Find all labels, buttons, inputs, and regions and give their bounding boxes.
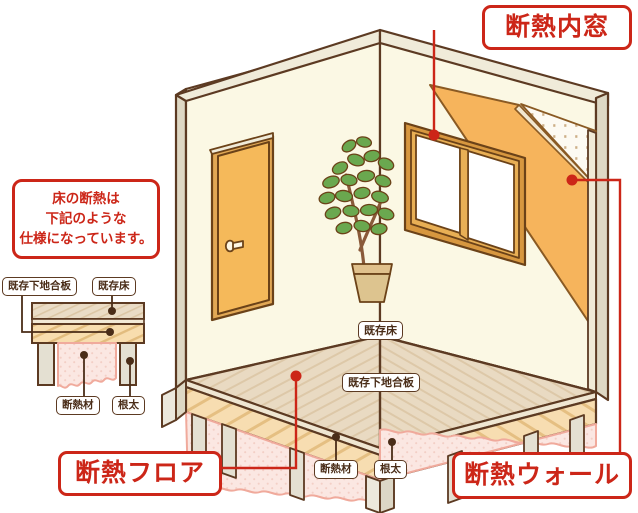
floor-insulation-note: 床の断熱は 下記のような 仕様になっています。 xyxy=(12,179,160,259)
room-3d-body xyxy=(161,28,610,513)
detail-tag-joist: 根太 xyxy=(112,396,145,415)
room-tag-existing-floor: 既存床 xyxy=(358,321,403,340)
room-tag-existing-subfloor-plywood: 既存下地合板 xyxy=(342,373,420,392)
right-wall-inner-strip xyxy=(587,129,597,393)
floor-section-detail xyxy=(31,302,145,389)
detail-tag-existing-subfloor-plywood: 既存下地合板 xyxy=(2,277,77,296)
detail-tag-existing-floor: 既存床 xyxy=(92,277,136,296)
window-pane-left xyxy=(415,134,461,234)
callout-insulated-inner-window[interactable]: 断熱内窓 xyxy=(482,5,632,50)
callout-leader-dots xyxy=(290,129,578,382)
window-mullion xyxy=(459,147,469,241)
right-wall-edge-thickness xyxy=(594,91,610,402)
callout-leader-lines xyxy=(222,30,622,470)
potted-plant xyxy=(318,136,395,303)
leader-wall xyxy=(572,178,622,452)
room-tag-insulation-material: 断熱材 xyxy=(314,460,358,479)
left-wall-base-post xyxy=(175,379,187,421)
joist-group-left xyxy=(191,413,305,501)
detail-leader-dots xyxy=(80,307,134,365)
callout-insulated-wall[interactable]: 断熱ウォール xyxy=(452,452,632,499)
door-handle-icon xyxy=(224,239,244,253)
plant-leaves xyxy=(318,136,395,236)
detail-tag-insulation-material: 断熱材 xyxy=(56,396,100,415)
window-pane-right xyxy=(467,150,515,254)
callout-insulated-floor[interactable]: 断熱フロア xyxy=(58,451,222,496)
door-frame-top-edge xyxy=(209,132,274,155)
room-tag-leader-dots xyxy=(332,433,396,446)
plant-pot-body xyxy=(353,273,391,303)
left-wall-base-foot xyxy=(161,387,177,428)
plant-pot-rim xyxy=(351,263,393,275)
room-tag-joist: 根太 xyxy=(374,460,407,479)
door-panel xyxy=(217,141,270,315)
left-wall-thickness xyxy=(174,87,188,390)
joist-front-corner xyxy=(365,475,395,513)
leader-floor xyxy=(222,376,298,470)
